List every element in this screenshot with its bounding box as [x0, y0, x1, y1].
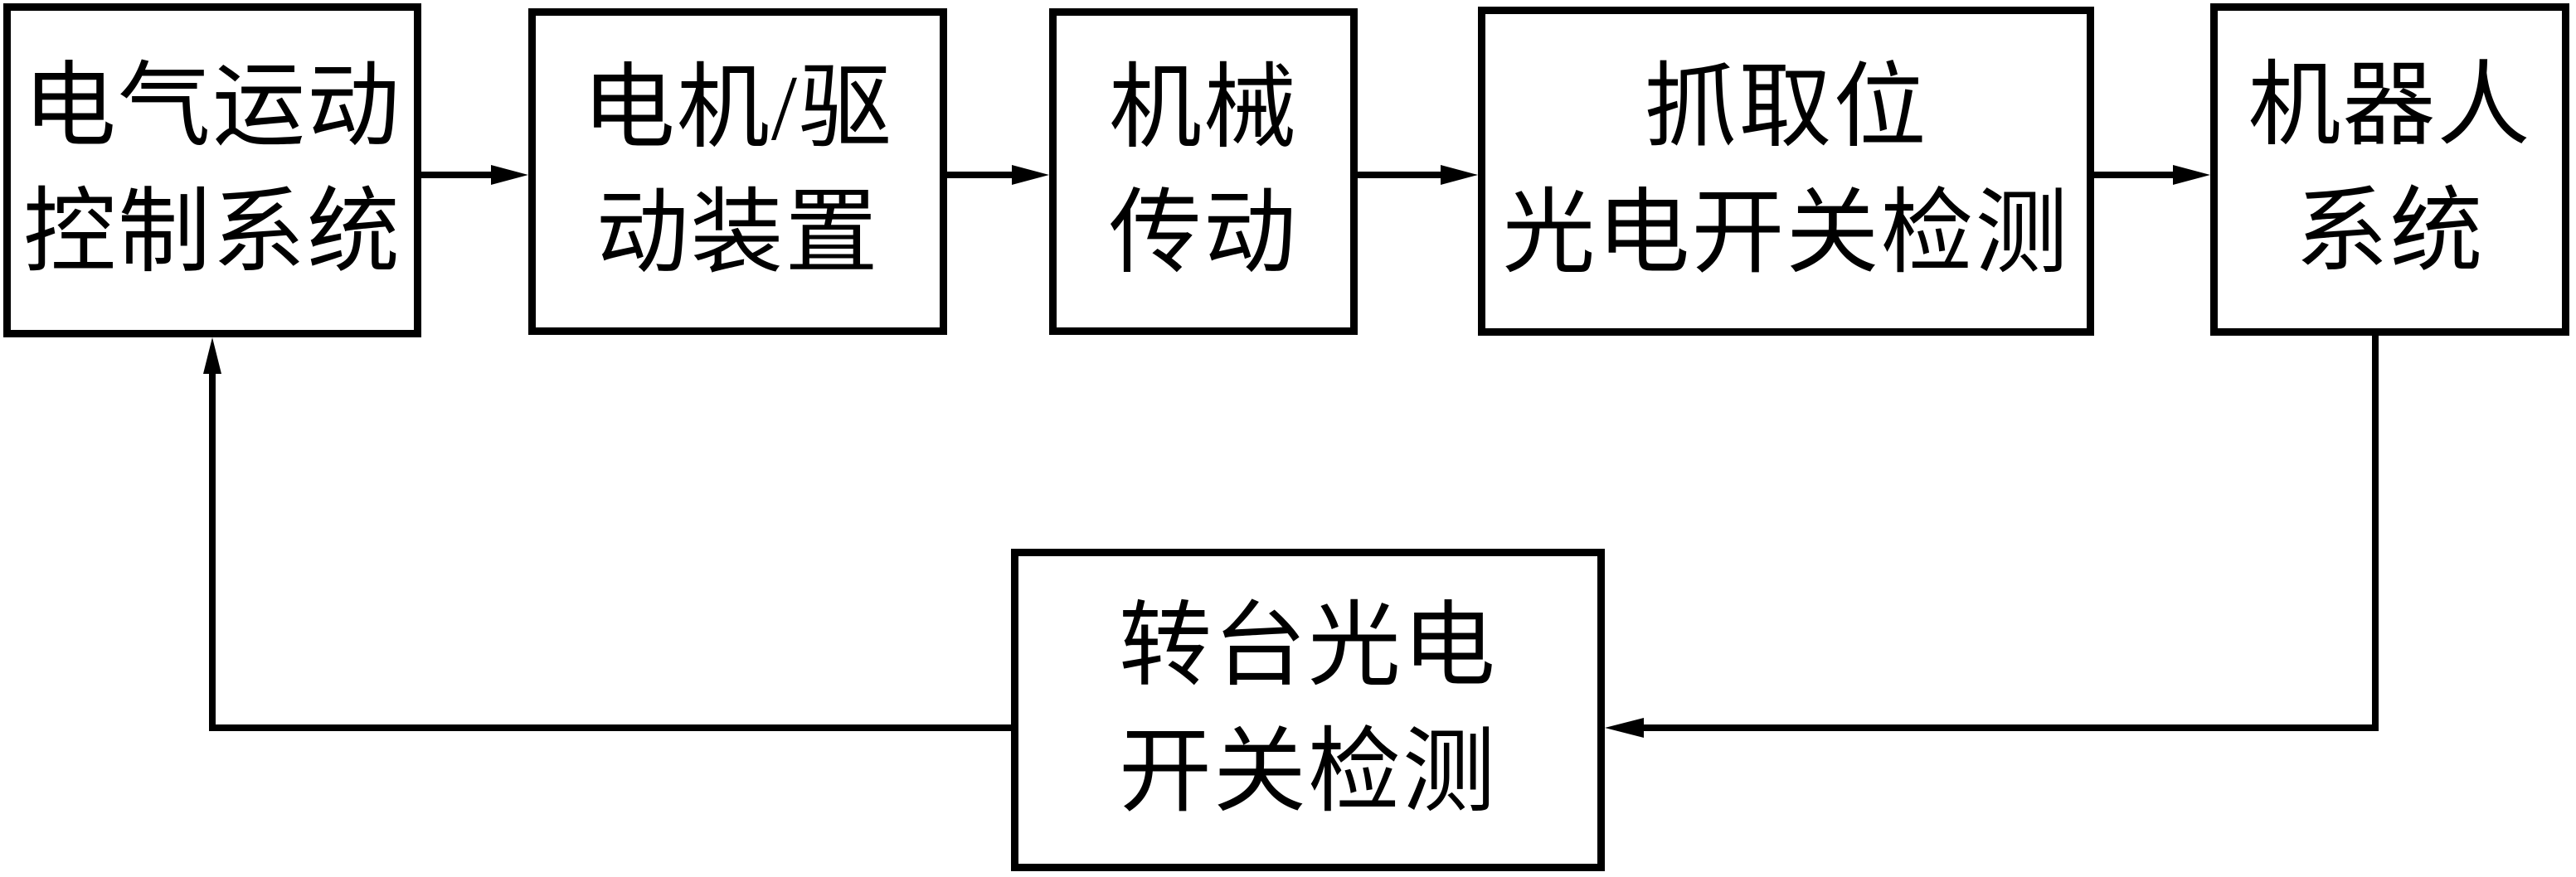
connector-line-grab-detect-to-robot [2094, 172, 2177, 178]
node-label-line: 系统 [2295, 180, 2485, 283]
node-label-line: 光电开关检测 [1502, 182, 2070, 285]
node-robot-system: 机器人 系统 [2210, 3, 2569, 336]
node-label-line: 转台光电 [1119, 595, 1497, 699]
node-label-line: 动装置 [595, 182, 880, 285]
arrowhead-up-icon [203, 337, 221, 374]
connector-line-robot-to-turntable [1642, 724, 2379, 731]
node-grab-position-photoswitch-detect: 抓取位 光电开关检测 [1478, 7, 2094, 336]
node-motor-drive-device: 电机/驱 动装置 [528, 8, 947, 335]
node-label-line: 机器人 [2248, 55, 2532, 158]
node-label-line: 开关检测 [1119, 720, 1497, 824]
connector-line-motor-to-transmission [947, 172, 1016, 178]
connector-line-transmission-to-grab-detect [1358, 172, 1445, 178]
arrowhead-right-icon [491, 165, 528, 185]
connector-line-turntable-left [212, 724, 1011, 731]
arrowhead-left-icon [1605, 718, 1644, 738]
connector-line-control-to-motor [421, 172, 495, 178]
arrowhead-right-icon [2173, 165, 2210, 185]
connector-line-robot-down [2372, 336, 2379, 731]
node-label-line: 机械 [1109, 56, 1298, 160]
connector-line-turntable-up [209, 369, 216, 731]
node-electrical-motion-control-system: 电气运动 控制系统 [3, 3, 421, 337]
arrowhead-right-icon [1012, 165, 1049, 185]
node-mechanical-transmission: 机械 传动 [1049, 8, 1358, 335]
node-label-line: 控制系统 [23, 181, 401, 284]
node-label-line: 电机/驱 [581, 56, 894, 160]
node-label-line: 传动 [1109, 182, 1298, 285]
node-turntable-photoswitch-detect: 转台光电 开关检测 [1011, 549, 1605, 871]
node-label-line: 电气运动 [23, 56, 401, 159]
arrowhead-right-icon [1441, 165, 1478, 185]
node-label-line: 抓取位 [1644, 56, 1928, 160]
